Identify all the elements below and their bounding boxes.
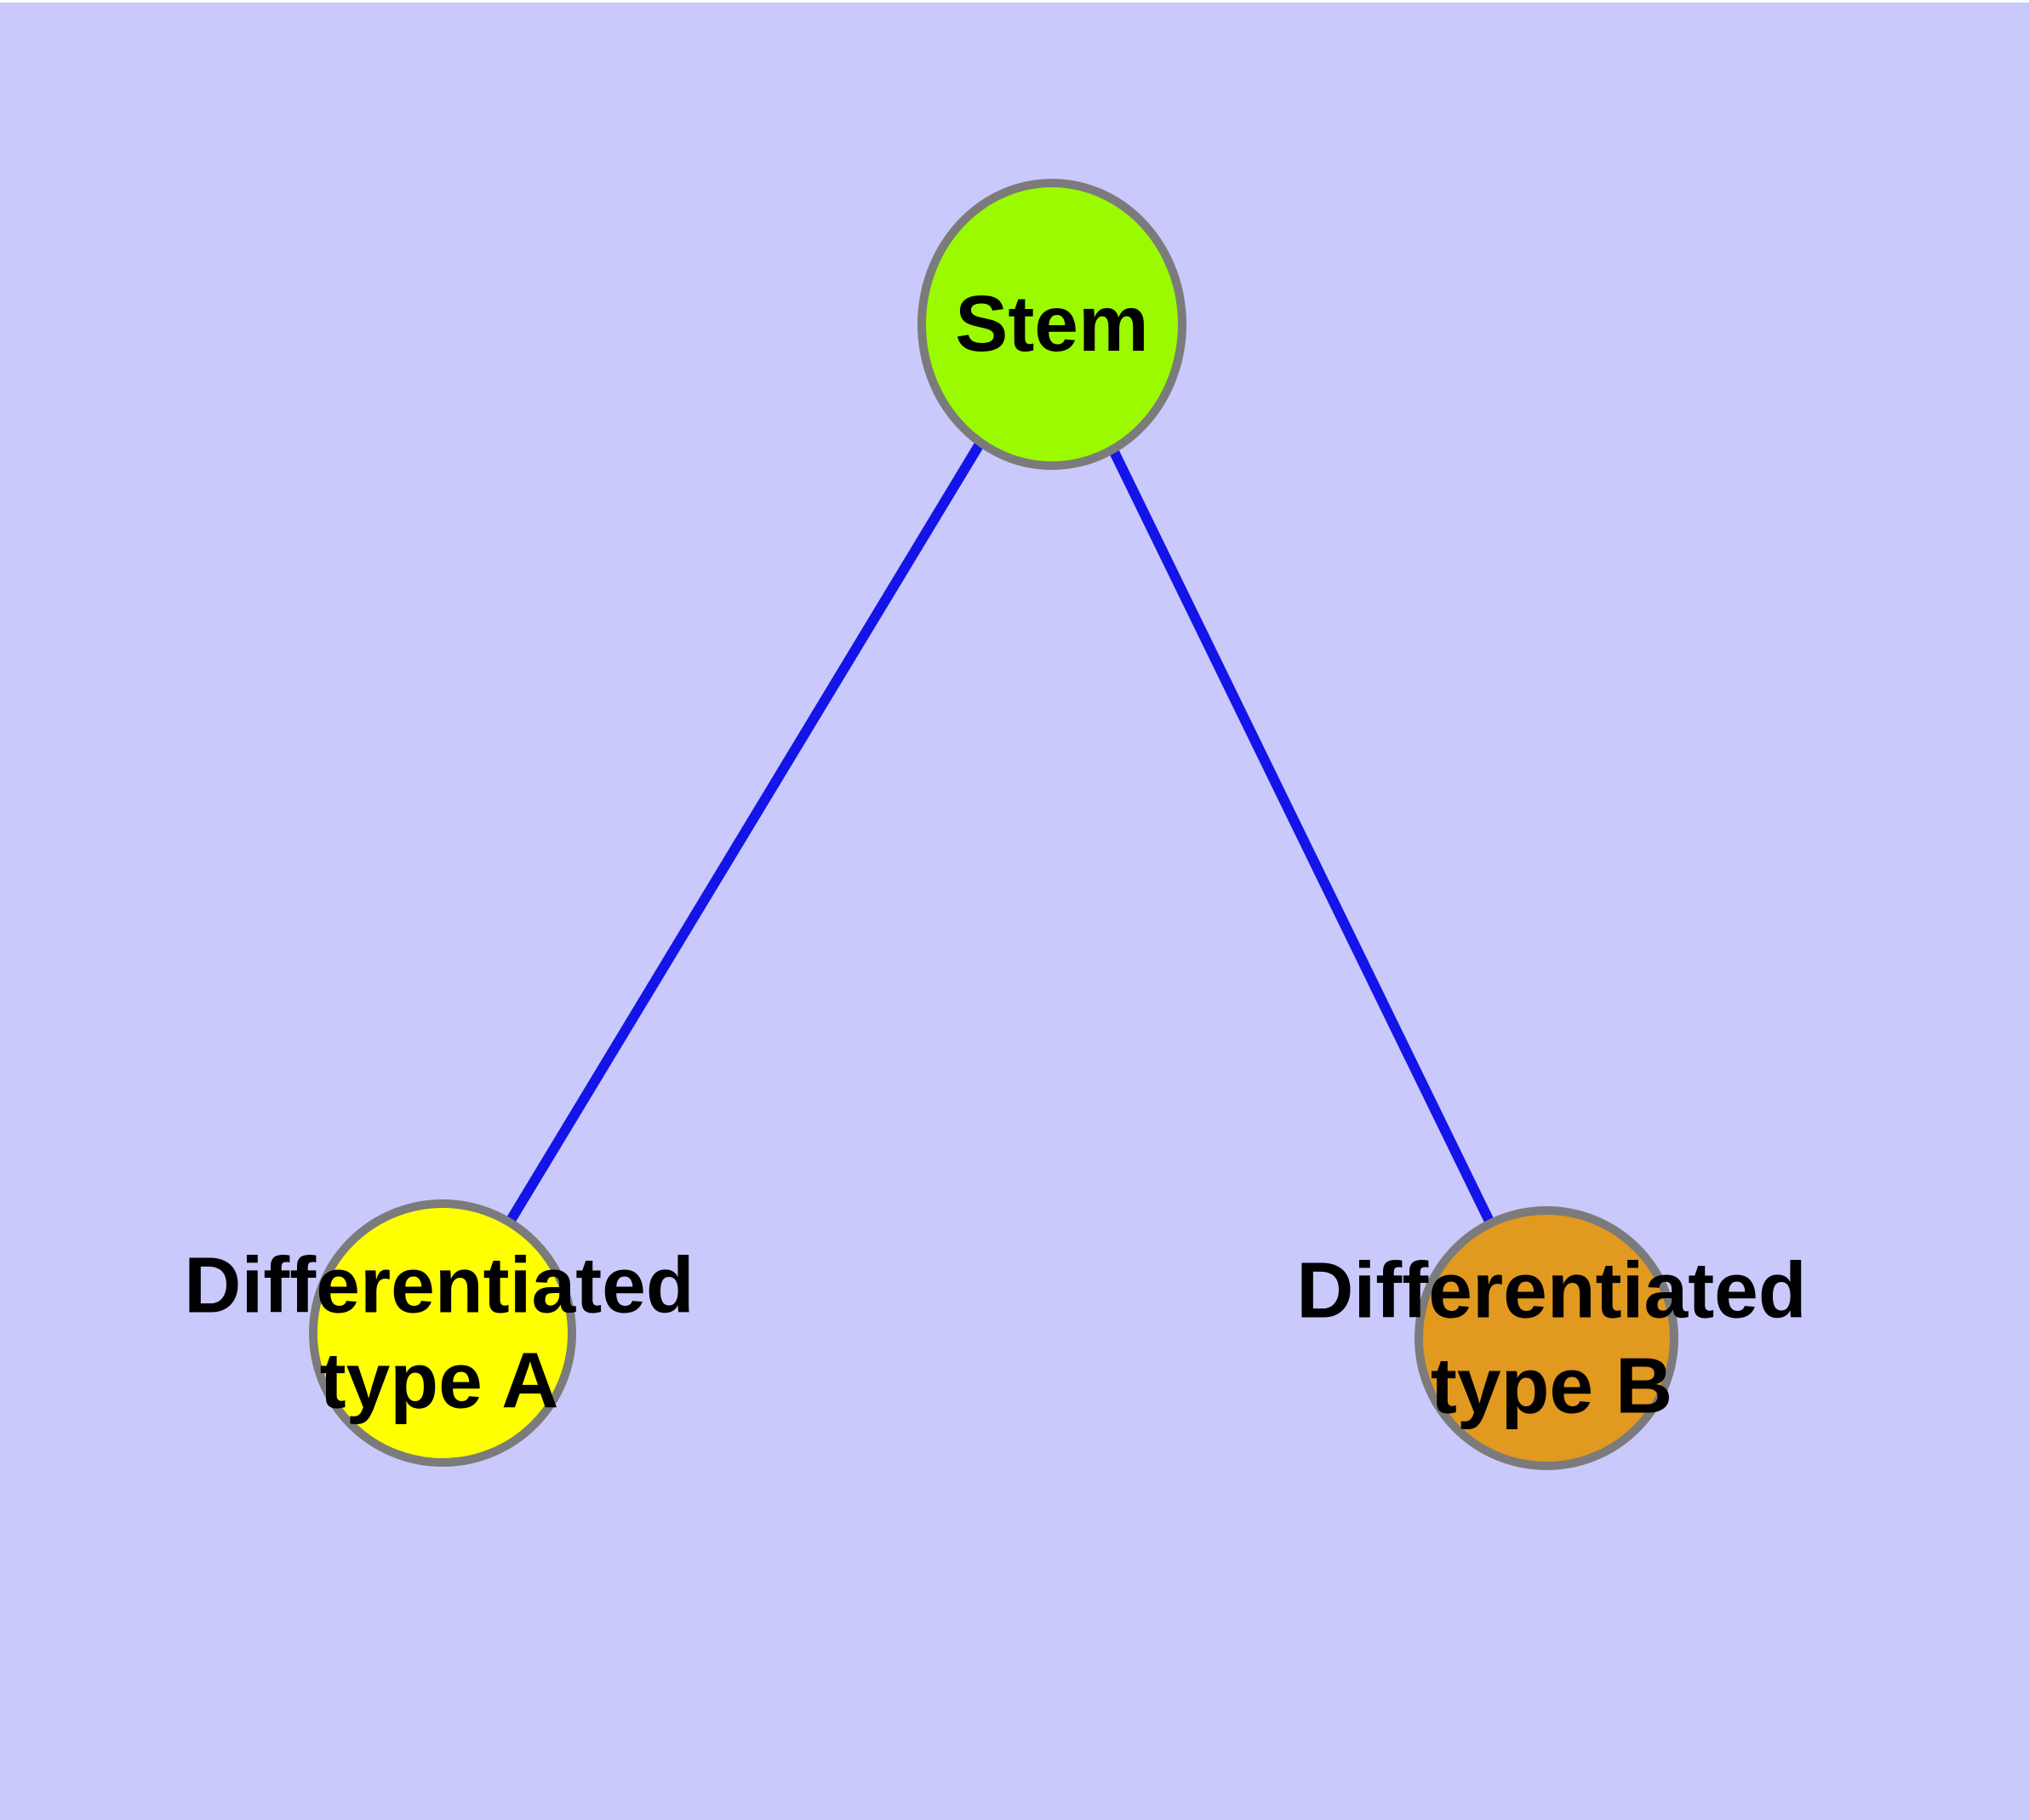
node-type-a-label-line1: Differentiated [184, 1240, 694, 1330]
node-type-a-circle [309, 1199, 576, 1467]
node-type-b-label: Differentiated type B [1296, 1243, 1806, 1433]
node-type-b-circle [1415, 1206, 1678, 1470]
edge-stem-to-type-b [1047, 322, 1552, 1341]
node-type-b-label-line2: type B [1430, 1341, 1673, 1429]
node-type-a-label-line2: type A [319, 1336, 559, 1424]
node-stem-label: Stem [955, 277, 1148, 372]
node-type-b-label-line1: Differentiated [1296, 1245, 1807, 1335]
node-stem-circle [917, 179, 1186, 470]
node-stem-label-text: Stem [955, 279, 1149, 369]
edge-stem-to-type-a [437, 321, 1057, 1336]
node-type-a-label: Differentiated type A [184, 1238, 694, 1428]
canvas-top-margin [0, 0, 2029, 3]
